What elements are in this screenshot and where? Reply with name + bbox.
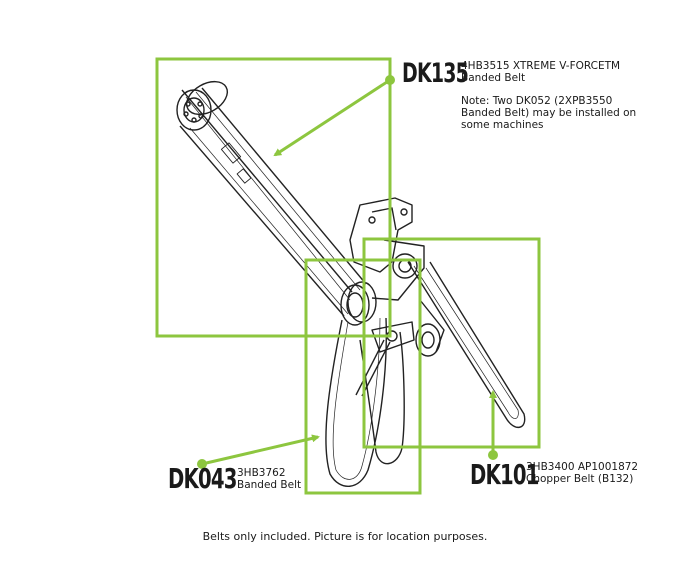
dk135-belt-type: Banded Belt [461, 72, 526, 84]
dk043-code: DK043 [168, 462, 237, 495]
dk101-belt-drawing [407, 261, 526, 428]
installation-note: Note: Two DK052 (2XPB3550 Banded Belt) m… [461, 95, 636, 131]
frame-bracket-drawing [349, 197, 425, 301]
note-line-2: Banded Belt) may be installed on [461, 107, 637, 119]
dk043-part-number: 3HB3762 [237, 467, 286, 479]
top-pulley-drawing [176, 80, 228, 131]
dk135-leader-dot [385, 75, 395, 85]
dk043-leader-dot [197, 459, 207, 469]
note-line-1: Note: Two DK052 (2XPB3550 [461, 95, 613, 107]
dk043-belt-type: Banded Belt [237, 479, 302, 491]
dk135-part-number: 4HB3515 XTREME V-FORCETM [461, 60, 621, 72]
dk101-belt-type: Chopper Belt (B132) [526, 473, 634, 485]
dk135-leader-line [273, 78, 391, 157]
dk101-part-number: 3HB3400 AP1001872 [526, 461, 639, 473]
dk135-belt-drawing [179, 87, 367, 317]
callout-boxes [155, 57, 541, 495]
leader-dots [197, 75, 498, 469]
dk101-description: 3HB3400 AP1001872 Chopper Belt (B132) [526, 461, 638, 485]
dk043-description: 3HB3762 Banded Belt [237, 467, 301, 491]
dk135-code: DK135 [402, 58, 469, 89]
dk101-highlight-box [362, 237, 541, 449]
dk043-belt-drawing [325, 317, 405, 487]
dk135-description: 4HB3515 XTREME V-FORCETM Banded Belt [461, 60, 620, 84]
dk043-leader-line [201, 434, 320, 466]
dk043-highlight-box [304, 258, 422, 495]
note-line-3: some machines [461, 119, 544, 131]
dk101-code: DK101 [470, 458, 539, 491]
leader-lines [201, 78, 497, 466]
dk135-highlight-box [155, 57, 392, 338]
footer-disclaimer: Belts only included. Picture is for loca… [202, 530, 488, 543]
dk101-leader-dot [488, 450, 498, 460]
machine-drawing [176, 80, 526, 487]
